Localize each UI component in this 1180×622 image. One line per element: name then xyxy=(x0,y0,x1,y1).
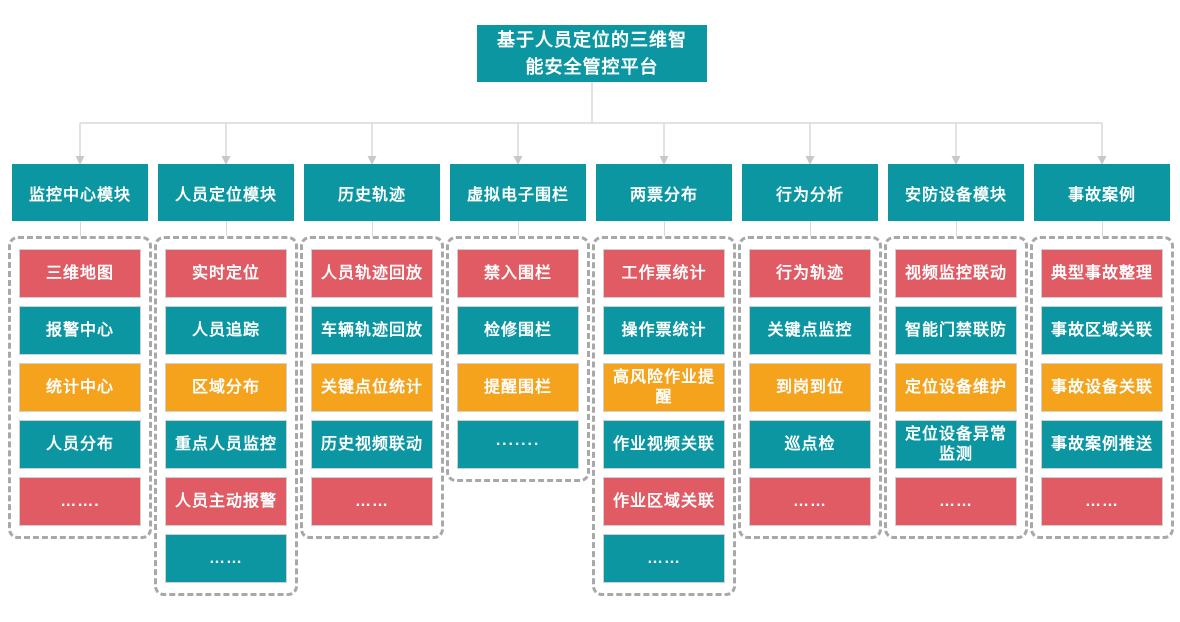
feature-box: 高风险作业提 醒 xyxy=(603,363,725,412)
feature-box: 作业视频关联 xyxy=(603,420,725,469)
module-group: 人员轨迹回放车辆轨迹回放关键点位统计历史视频联动 …… xyxy=(300,236,444,539)
feature-box: 工作票统计 xyxy=(603,249,725,298)
feature-box: …… xyxy=(895,477,1017,526)
module-header: 事故案例 xyxy=(1034,164,1170,221)
feature-box: 关键点位统计 xyxy=(311,363,433,412)
feature-box: 车辆轨迹回放 xyxy=(311,306,433,355)
feature-box: ……. xyxy=(19,477,141,526)
feature-box: 操作票统计 xyxy=(603,306,725,355)
feature-box: …… xyxy=(603,534,725,583)
module-group: 典型事故整理事故区域关联事故设备关联事故案例推送 …… xyxy=(1030,236,1174,539)
feature-box: ······· xyxy=(457,420,579,469)
feature-box: 检修围栏 xyxy=(457,306,579,355)
module-header: 虚拟电子围栏 xyxy=(450,164,586,221)
module-group: 实时定位人员追踪区域分布重点人员监控人员主动报警 …… xyxy=(154,236,298,596)
module-header-label: 人员定位模块 xyxy=(174,186,277,204)
feature-box: 报警中心 xyxy=(19,306,141,355)
feature-box: 人员轨迹回放 xyxy=(311,249,433,298)
module-group: 行为轨迹关键点监控到岗到位巡点检 …… xyxy=(738,236,882,539)
feature-box: 人员追踪 xyxy=(165,306,287,355)
module-column: 人员定位模块 实时定位人员追踪区域分布重点人员监控人员主动报警 …… xyxy=(154,164,298,596)
modules-row: 监控中心模块 三维地图报警中心统计中心人员分布……. 人员定位模块 实时定位人员… xyxy=(8,164,1174,596)
module-group: 禁入围栏检修围栏提醒围栏 ······· xyxy=(446,236,590,482)
feature-box: 事故设备关联 xyxy=(1041,363,1163,412)
header-group-connector xyxy=(517,221,519,236)
feature-box: 提醒围栏 xyxy=(457,363,579,412)
header-group-connector xyxy=(225,221,227,236)
header-group-connector xyxy=(371,221,373,236)
module-group: 视频监控联动智能门禁联防定位设备维护定位设备异常 监测 …… xyxy=(884,236,1028,539)
module-header-label: 两票分布 xyxy=(629,186,698,204)
feature-box: 区域分布 xyxy=(165,363,287,412)
feature-box: 视频监控联动 xyxy=(895,249,1017,298)
feature-box: 禁入围栏 xyxy=(457,249,579,298)
module-header: 人员定位模块 xyxy=(158,164,294,221)
feature-box: …… xyxy=(1041,477,1163,526)
module-header: 监控中心模块 xyxy=(12,164,148,221)
module-header: 历史轨迹 xyxy=(304,164,440,221)
feature-box: 行为轨迹 xyxy=(749,249,871,298)
module-column: 行为分析 行为轨迹关键点监控到岗到位巡点检 …… xyxy=(738,164,882,596)
module-header-label: 事故案例 xyxy=(1067,186,1136,204)
header-group-connector xyxy=(955,221,957,236)
feature-box: 重点人员监控 xyxy=(165,420,287,469)
module-header-label: 监控中心模块 xyxy=(28,186,131,204)
module-column: 历史轨迹 人员轨迹回放车辆轨迹回放关键点位统计历史视频联动 …… xyxy=(300,164,444,596)
header-group-connector xyxy=(809,221,811,236)
module-header-label: 行为分析 xyxy=(775,186,844,204)
feature-box: 人员分布 xyxy=(19,420,141,469)
feature-box: 巡点检 xyxy=(749,420,871,469)
feature-box: 定位设备异常 监测 xyxy=(895,420,1017,469)
header-group-connector xyxy=(1101,221,1103,236)
feature-box: 历史视频联动 xyxy=(311,420,433,469)
feature-box: 统计中心 xyxy=(19,363,141,412)
module-column: 监控中心模块 三维地图报警中心统计中心人员分布 ……. xyxy=(8,164,152,596)
platform-title-label: 基于人员定位的三维智 能安全管控平台 xyxy=(497,30,687,77)
feature-box: 定位设备维护 xyxy=(895,363,1017,412)
feature-box: …… xyxy=(165,534,287,583)
module-header-label: 历史轨迹 xyxy=(337,186,406,204)
feature-box: 作业区域关联 xyxy=(603,477,725,526)
platform-title: 基于人员定位的三维智 能安全管控平台 xyxy=(477,25,707,82)
feature-box: 典型事故整理 xyxy=(1041,249,1163,298)
feature-box: …… xyxy=(311,477,433,526)
feature-box: …… xyxy=(749,477,871,526)
feature-box: 到岗到位 xyxy=(749,363,871,412)
module-header: 行为分析 xyxy=(742,164,878,221)
module-header: 两票分布 xyxy=(596,164,732,221)
feature-box: 事故区域关联 xyxy=(1041,306,1163,355)
header-group-connector xyxy=(79,221,81,236)
feature-box: 事故案例推送 xyxy=(1041,420,1163,469)
module-group: 三维地图报警中心统计中心人员分布 ……. xyxy=(8,236,152,539)
module-header: 安防设备模块 xyxy=(888,164,1024,221)
module-column: 安防设备模块 视频监控联动智能门禁联防定位设备维护定位设备异常 监测 …… xyxy=(884,164,1028,596)
feature-box: 三维地图 xyxy=(19,249,141,298)
header-group-connector xyxy=(663,221,665,236)
module-header-label: 安防设备模块 xyxy=(904,186,1007,204)
module-column: 两票分布 工作票统计操作票统计高风险作业提 醒作业视频关联作业区域关联 …… xyxy=(592,164,736,596)
module-column: 事故案例 典型事故整理事故区域关联事故设备关联事故案例推送 …… xyxy=(1030,164,1174,596)
module-header-label: 虚拟电子围栏 xyxy=(466,186,569,204)
feature-box: 关键点监控 xyxy=(749,306,871,355)
feature-box: 智能门禁联防 xyxy=(895,306,1017,355)
module-column: 虚拟电子围栏 禁入围栏检修围栏提醒围栏 ······· xyxy=(446,164,590,596)
feature-box: 实时定位 xyxy=(165,249,287,298)
module-group: 工作票统计操作票统计高风险作业提 醒作业视频关联作业区域关联 …… xyxy=(592,236,736,596)
feature-box: 人员主动报警 xyxy=(165,477,287,526)
